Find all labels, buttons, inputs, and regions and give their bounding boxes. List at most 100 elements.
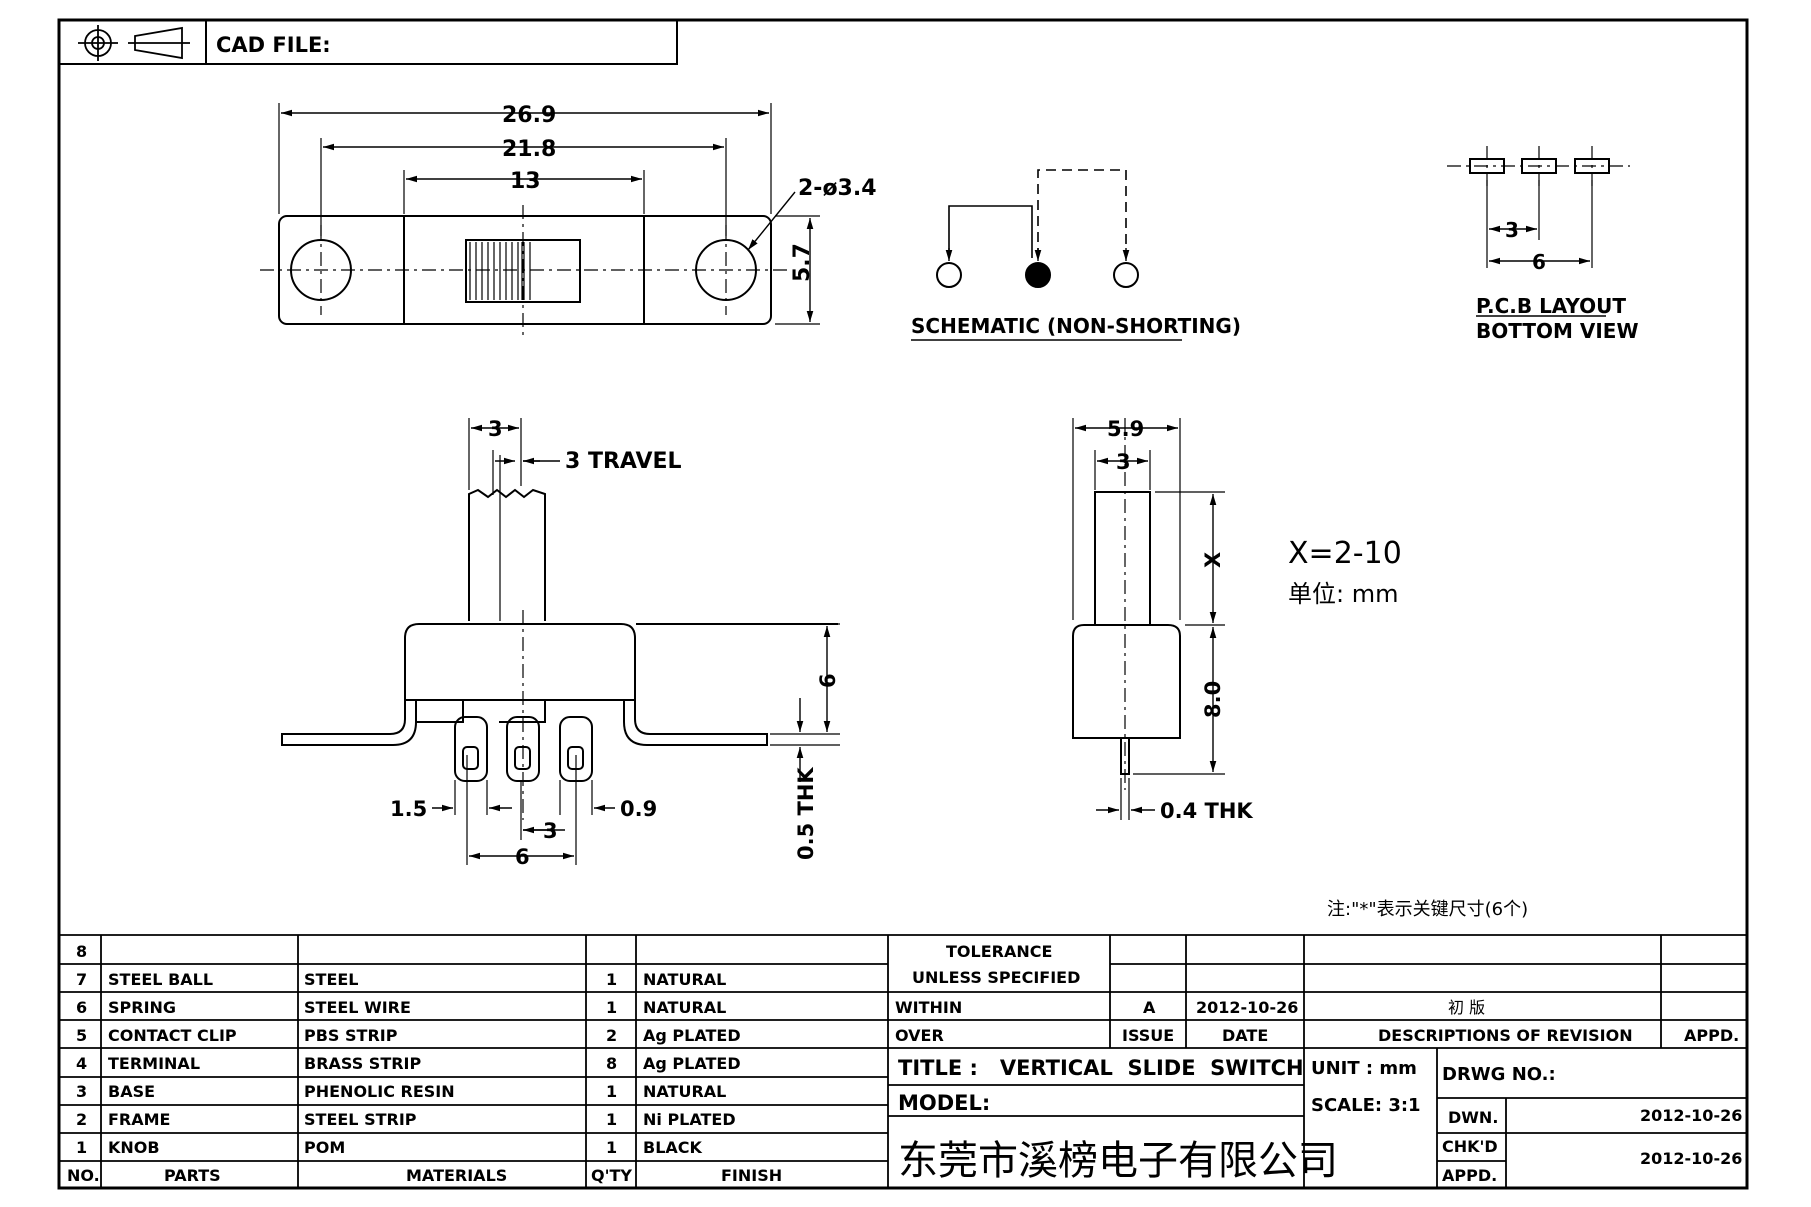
schematic-terminal-right — [1113, 262, 1139, 288]
dim-housing-length: 13 — [510, 169, 541, 194]
front-dim-span: 6 — [515, 845, 530, 869]
front-dim-pitch: 3 — [543, 819, 558, 843]
bom-row-no: 5 — [76, 1026, 87, 1045]
bom-row-qty: 1 — [606, 1082, 617, 1101]
cad-file-label: CAD FILE: — [216, 33, 331, 57]
unit-note: 单位: mm — [1288, 580, 1398, 608]
bom-row-qty: 1 — [606, 970, 617, 989]
pcb-label-line2: BOTTOM VIEW — [1476, 319, 1639, 343]
front-dim-left: 1.5 — [390, 797, 427, 821]
bom-row-finish: NATURAL — [643, 1082, 726, 1101]
dim-hole-pitch: 21.8 — [502, 137, 556, 162]
bom-row-finish: NATURAL — [643, 998, 726, 1017]
bom-row-material: STEEL — [304, 970, 359, 989]
bom-row-material: BRASS STRIP — [304, 1054, 422, 1073]
x-range-note: X=2-10 — [1288, 536, 1402, 571]
schematic-label: SCHEMATIC (NON-SHORTING) — [911, 314, 1241, 338]
front-view-body — [404, 623, 636, 719]
bom-row-no: 3 — [76, 1082, 87, 1101]
dim-width: 5.7 — [790, 243, 815, 282]
bom-table-grid — [59, 934, 1747, 1188]
drawing-number-label: DRWG NO.: — [1442, 1064, 1556, 1085]
bom-row-material: PHENOLIC RESIN — [304, 1082, 455, 1101]
front-dim-right: 0.9 — [620, 797, 657, 821]
bom-row-no: 2 — [76, 1110, 87, 1129]
bom-header-no: NO. — [67, 1166, 100, 1185]
side-view-body — [1072, 624, 1181, 739]
bom-row-part: SPRING — [108, 998, 176, 1017]
bom-row-qty: 1 — [606, 1110, 617, 1129]
header-box — [58, 19, 678, 65]
pcb-dim-span: 6 — [1532, 250, 1546, 274]
bom-row-finish: Ag PLATED — [643, 1054, 741, 1073]
pcb-dim-pitch: 3 — [1505, 218, 1519, 242]
bom-row-part: CONTACT CLIP — [108, 1026, 237, 1045]
front-view — [281, 418, 840, 865]
bom-row-material: POM — [304, 1138, 345, 1157]
revision-date-value: 2012-10-26 — [1196, 998, 1298, 1017]
front-dim-travel: 3 TRAVEL — [565, 449, 682, 474]
pcb-pad-1 — [1469, 158, 1505, 174]
front-dim-knob: 3 — [488, 417, 503, 441]
bom-header-qty: Q'TY — [591, 1166, 632, 1185]
bom-row-part: KNOB — [108, 1138, 160, 1157]
side-dim-knob: 3 — [1116, 450, 1131, 474]
tolerance-unless-label: UNLESS SPECIFIED — [912, 968, 1080, 987]
side-view-knob — [1094, 491, 1151, 625]
top-view — [260, 103, 820, 340]
bom-row-no: 6 — [76, 998, 87, 1017]
key-dimension-note: 注:"*"表示关键尺寸(6个) — [1327, 899, 1528, 920]
tolerance-label: TOLERANCE — [946, 942, 1052, 961]
bom-row-part: FRAME — [108, 1110, 170, 1129]
bom-row-material: STEEL STRIP — [304, 1110, 417, 1129]
pcb-pad-3 — [1574, 158, 1610, 174]
bom-row-part: STEEL BALL — [108, 970, 213, 989]
side-dim-body: 8.0 — [1201, 681, 1225, 718]
pcb-pad-2 — [1521, 158, 1557, 174]
bom-row-qty: 1 — [606, 998, 617, 1017]
drawing-title: TITLE : VERTICAL SLIDE SWITCH — [898, 1056, 1304, 1080]
front-dim-thickness: 0.5 THK — [794, 767, 818, 860]
bom-header-materials: MATERIALS — [406, 1166, 507, 1185]
bom-row-material: PBS STRIP — [304, 1026, 398, 1045]
bom-row-finish: BLACK — [643, 1138, 703, 1157]
pcb-layout — [1447, 146, 1630, 317]
bom-row-finish: NATURAL — [643, 970, 726, 989]
bom-row-material: STEEL WIRE — [304, 998, 411, 1017]
side-dim-x: X — [1201, 552, 1225, 568]
bom-header-parts: PARTS — [164, 1166, 221, 1185]
revision-description-label: DESCRIPTIONS OF REVISION — [1378, 1026, 1633, 1045]
unit-label: UNIT : mm — [1311, 1058, 1417, 1079]
schematic-terminal-left — [936, 262, 962, 288]
drawing-border — [57, 18, 1749, 1190]
schematic-terminal-common — [1025, 262, 1051, 288]
bom-row-no: 4 — [76, 1054, 87, 1073]
bom-row-no: 1 — [76, 1138, 87, 1157]
model-label: MODEL: — [898, 1091, 990, 1115]
bom-row-no: 7 — [76, 970, 87, 989]
third-angle-projection-icon — [78, 25, 190, 61]
side-view — [1072, 418, 1225, 820]
scale-label: SCALE: 3:1 — [1311, 1095, 1421, 1116]
revision-appd-label: APPD. — [1684, 1026, 1739, 1045]
within-label: WITHIN — [895, 998, 962, 1017]
checked-date: 2012-10-26 — [1640, 1149, 1742, 1168]
issue-label: ISSUE — [1122, 1026, 1174, 1045]
bom-row-part: BASE — [108, 1082, 155, 1101]
front-view-terminals — [416, 699, 624, 782]
title-block-grid — [888, 935, 1747, 1188]
drawn-label: DWN. — [1448, 1108, 1498, 1127]
over-label: OVER — [895, 1026, 944, 1045]
dim-hole-spec: 2-ø3.4 — [798, 176, 877, 201]
dim-overall-length: 26.9 — [502, 103, 556, 128]
drawn-date: 2012-10-26 — [1640, 1106, 1742, 1125]
approved-label: APPD. — [1442, 1166, 1497, 1185]
checked-label: CHK'D — [1442, 1137, 1498, 1156]
schematic-diagram — [911, 169, 1182, 341]
bom-row-qty: 8 — [606, 1054, 617, 1073]
bom-row-finish: Ag PLATED — [643, 1026, 741, 1045]
bom-row-qty: 2 — [606, 1026, 617, 1045]
bom-row-qty: 1 — [606, 1138, 617, 1157]
front-dim-height: 6 — [816, 673, 840, 688]
